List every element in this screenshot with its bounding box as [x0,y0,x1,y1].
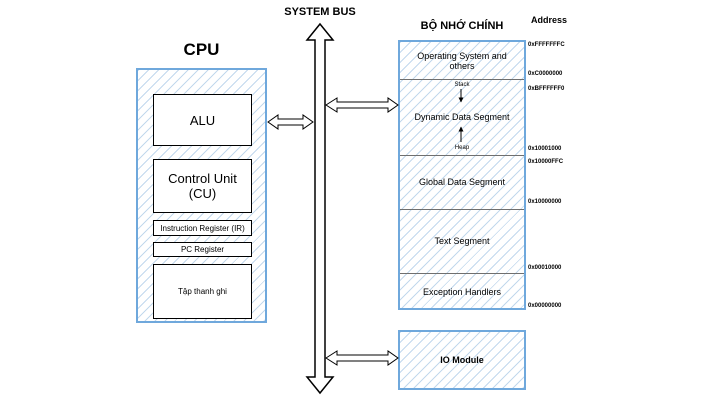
control-unit-box: Control Unit (CU) [153,159,252,213]
address-label: 0x00010000 [528,265,562,271]
address-label: 0x10000000 [528,199,562,205]
address-label: 0xFFFFFFFC [528,42,565,48]
exception-handlers-label: Exception Handlers [422,286,502,297]
text-segment-label: Text Segment [434,236,490,246]
address-label: 0xC0000000 [528,71,563,77]
text-segment: Text Segment [400,209,524,273]
pc-register-label: PC Register [180,245,225,254]
memory-title: BỘ NHỚ CHÍNH [420,20,504,32]
segment-divider [400,155,524,156]
global-data-label: Global Data Segment [418,177,506,187]
os-segment-label: Operating System and others [417,50,507,71]
bus-memory-arrow [325,97,399,113]
address-label: 0xBFFFFFF0 [528,86,565,92]
io-module-label: IO Module [440,355,484,365]
instruction-register-label: Instruction Register (IR) [160,223,245,233]
alu-label: ALU [189,112,216,128]
heap-label: Heap [454,145,470,151]
control-unit-abbrev: (CU) [188,186,217,201]
bus-io-arrow [325,350,399,366]
main-memory-block: Operating System and others Dynamic Data… [398,40,526,310]
dynamic-data-segment: Dynamic Data Segment [400,79,524,155]
system-bus-label: SYSTEM BUS [284,6,356,18]
alu-box: ALU [153,94,252,146]
os-segment: Operating System and others [400,42,524,79]
exception-handlers-segment: Exception Handlers [400,273,524,310]
address-label: 0x00000000 [528,303,562,309]
segment-divider [400,79,524,80]
cpu-bus-arrow [267,114,314,130]
pc-register-box: PC Register [153,242,252,257]
address-label: 0x10001000 [528,146,562,152]
instruction-register-box: Instruction Register (IR) [153,220,252,236]
dynamic-data-label: Dynamic Data Segment [414,112,510,122]
register-file-box: Tập thanh ghi [153,264,252,319]
cpu-block: ALU Control Unit (CU) Instruction Regist… [136,68,267,323]
system-bus-arrow [305,22,335,395]
global-data-segment: Global Data Segment [400,155,524,209]
stack-label: Stack [454,82,470,88]
segment-divider [400,209,524,210]
address-label: 0x10000FFC [528,159,564,165]
control-unit-label: Control Unit [168,171,237,186]
io-module-block: IO Module [398,330,526,390]
segment-divider [400,273,524,274]
cpu-title: CPU [183,40,220,59]
address-header: Address [530,15,567,25]
register-file-label: Tập thanh ghi [178,287,227,296]
